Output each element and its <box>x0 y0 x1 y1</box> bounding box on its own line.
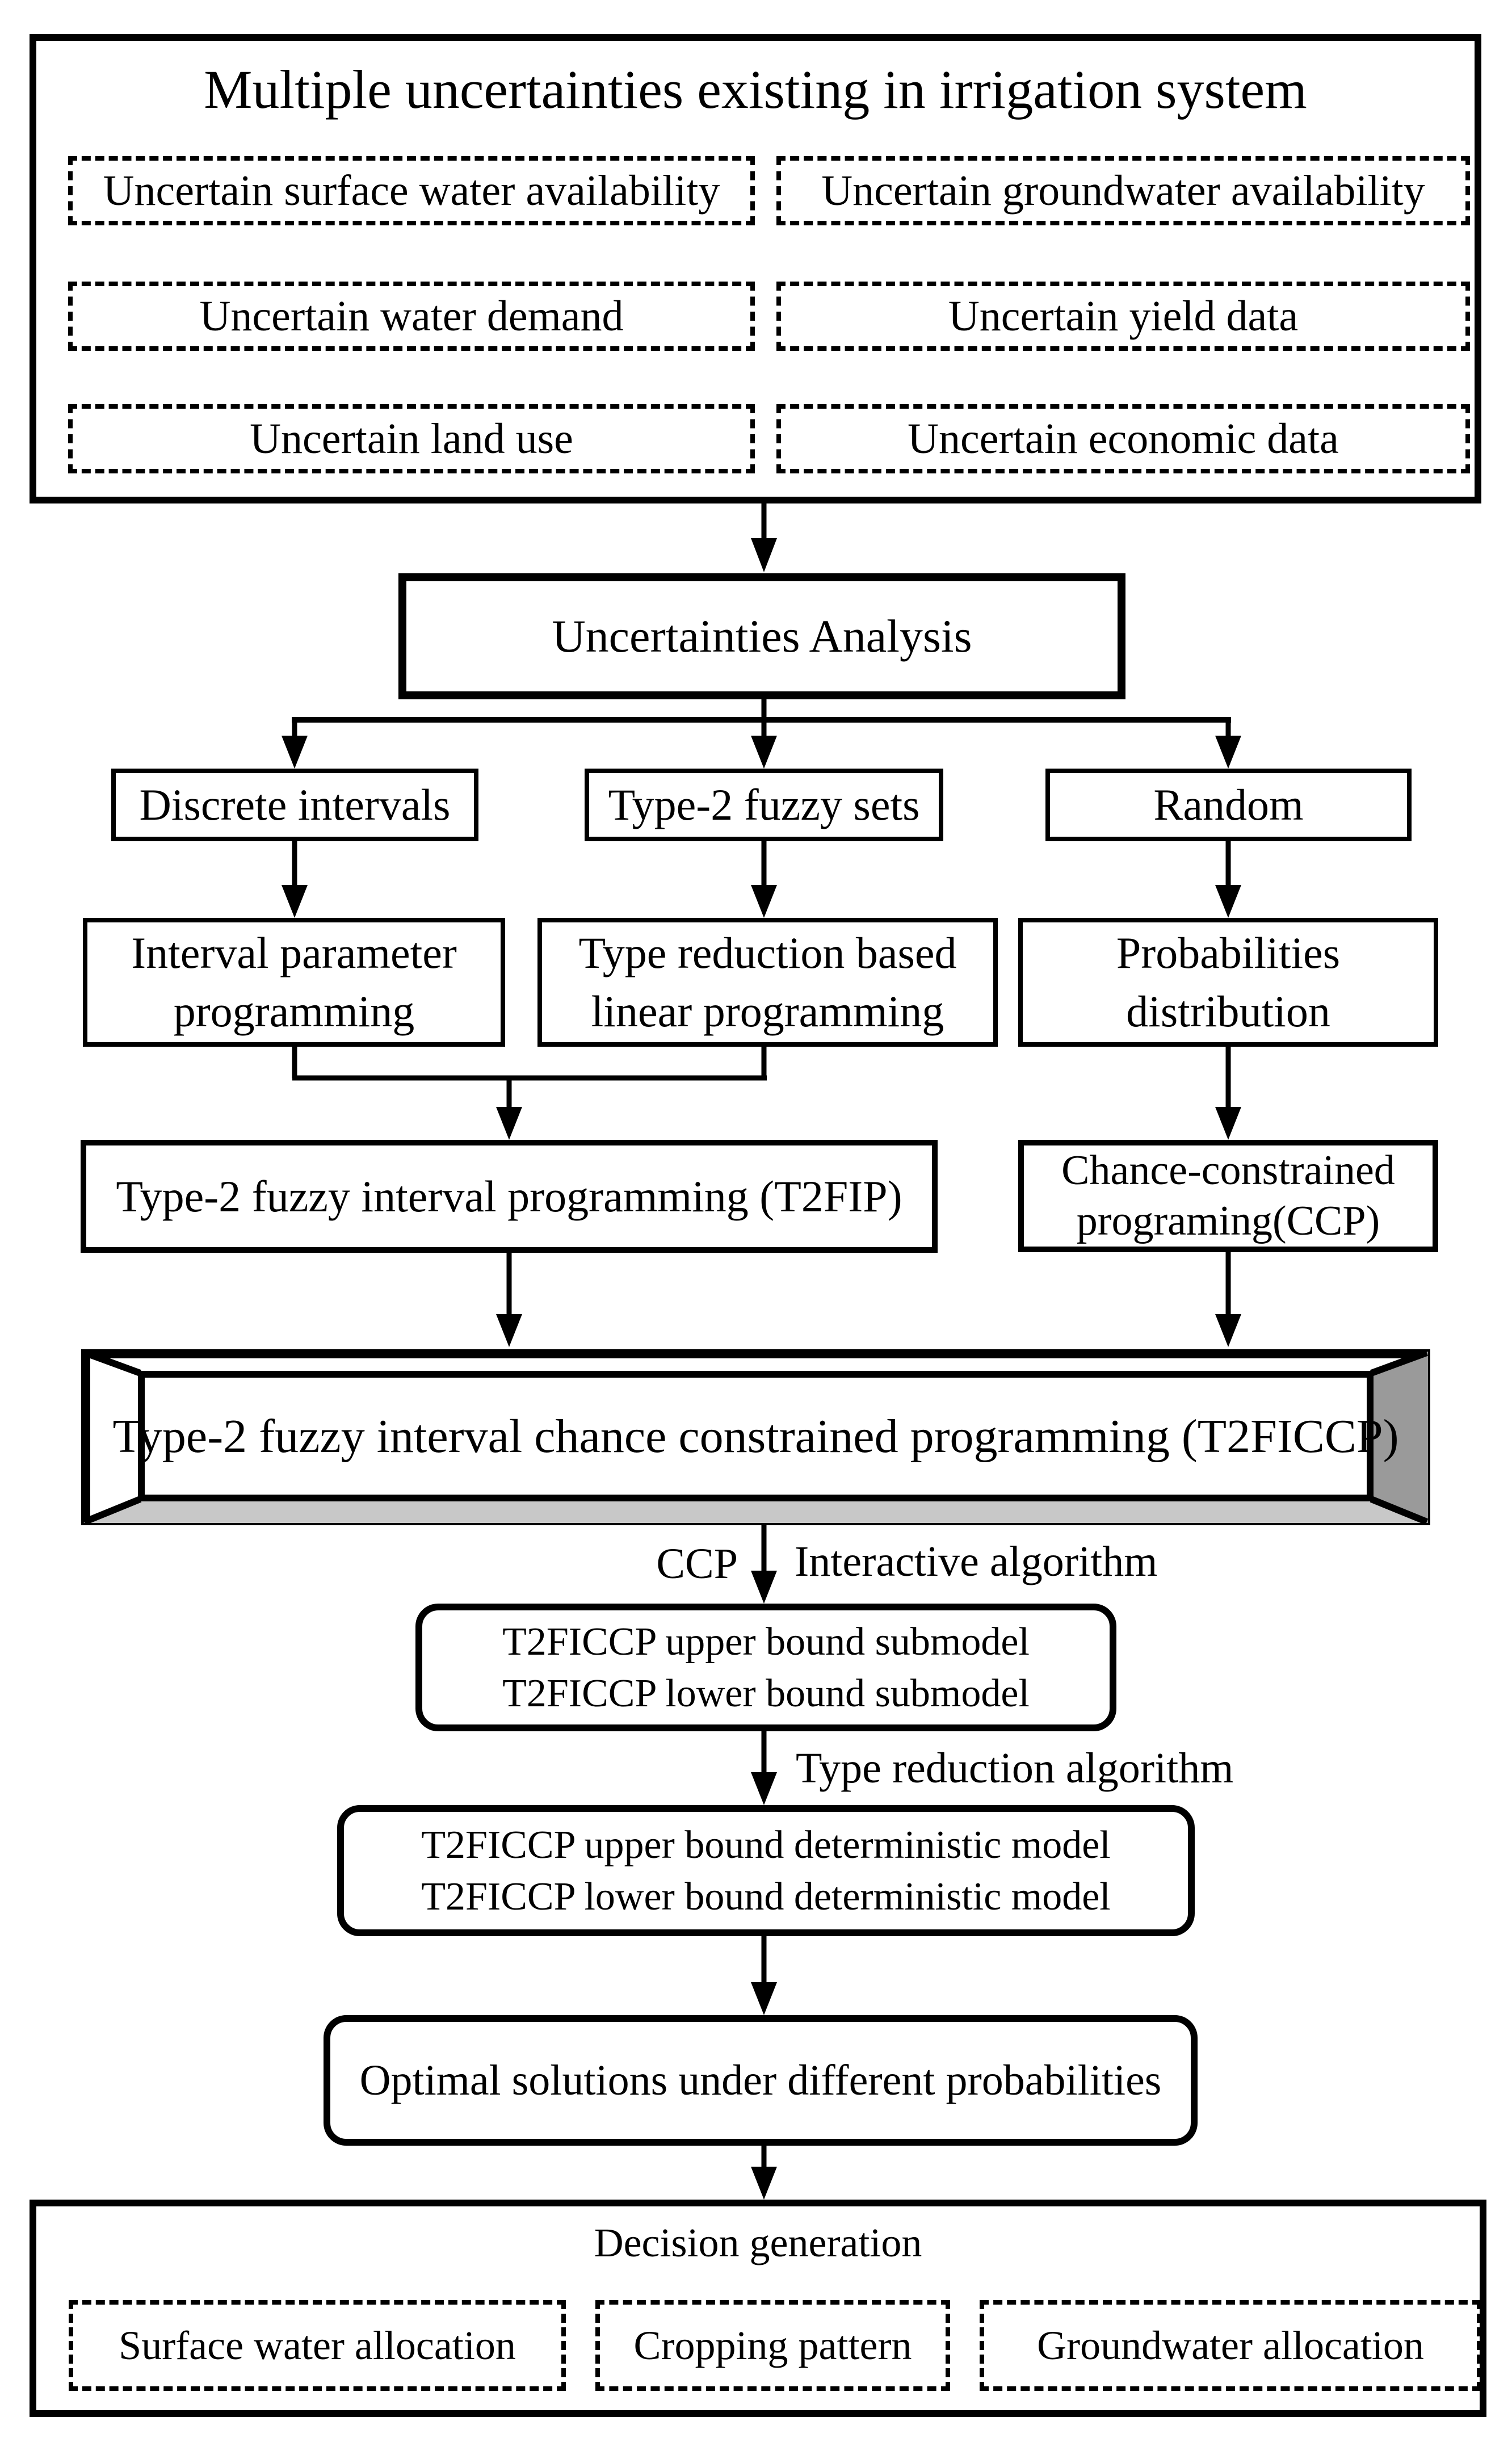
probabilities-distribution-box: Probabilities distribution <box>1018 918 1438 1047</box>
uncertain-economic-data-label: Uncertain economic data <box>908 414 1339 463</box>
uncertain-water-demand-box: Uncertain water demand <box>68 282 755 351</box>
type2-fuzzy-sets-box: Type-2 fuzzy sets <box>585 769 943 841</box>
uncertain-groundwater-label: Uncertain groundwater availability <box>821 166 1425 215</box>
t2fip-box: Type-2 fuzzy interval programming (T2FIP… <box>81 1140 938 1253</box>
surface-water-allocation-label: Surface water allocation <box>119 2323 516 2368</box>
submodels-box: T2FICCP upper bound submodel T2FICCP low… <box>415 1604 1116 1731</box>
arrow-t2fip-to-t2ficcp <box>496 1253 522 1347</box>
arrow-fuzzy-to-typereduction <box>751 841 777 918</box>
uncertain-surface-water-label: Uncertain surface water availability <box>103 166 720 215</box>
cropping-pattern-label: Cropping pattern <box>633 2323 912 2368</box>
ccp-line1: Chance-constrained <box>1061 1147 1395 1194</box>
t2ficcp-text: Type-2 fuzzy interval chance constrained… <box>112 1409 1399 1463</box>
optimal-solutions-box: Optimal solutions under different probab… <box>324 2015 1198 2146</box>
probabilities-line1: Probabilities <box>1116 928 1341 977</box>
arrow-optimal-to-decision <box>751 2146 777 2200</box>
merge-connector-t2fip <box>292 1047 767 1140</box>
uncertain-yield-data-label: Uncertain yield data <box>948 292 1299 340</box>
uncertain-groundwater-box: Uncertain groundwater availability <box>776 156 1470 225</box>
uncertain-land-use-label: Uncertain land use <box>250 414 573 463</box>
arrow-submodels-to-deterministic <box>751 1731 777 1805</box>
interval-parameter-programming-box: Interval parameter programming <box>83 918 505 1047</box>
discrete-intervals-label: Discrete intervals <box>139 780 451 830</box>
uncertain-land-use-box: Uncertain land use <box>68 404 755 473</box>
arrow-top-to-analysis <box>751 503 777 572</box>
t2fip-label: Type-2 fuzzy interval programming (T2FIP… <box>116 1171 902 1221</box>
uncertainties-analysis-label: Uncertainties Analysis <box>552 610 972 662</box>
random-box: Random <box>1045 769 1412 841</box>
uncertain-water-demand-label: Uncertain water demand <box>199 292 624 340</box>
deterministic-models-box: T2FICCP upper bound deterministic model … <box>337 1805 1195 1936</box>
arrow-t2ficcp-to-submodels <box>751 1525 777 1604</box>
uncertainties-analysis-box: Uncertainties Analysis <box>398 573 1125 699</box>
cropping-pattern-box: Cropping pattern <box>595 2300 950 2391</box>
groundwater-allocation-label: Groundwater allocation <box>1037 2323 1424 2368</box>
top-panel-title: Multiple uncertainties existing in irrig… <box>204 59 1307 120</box>
surface-water-allocation-box: Surface water allocation <box>69 2300 566 2391</box>
t2ficcp-3d-frame <box>81 1349 1430 1525</box>
uncertain-economic-data-box: Uncertain economic data <box>776 404 1470 473</box>
type-reduction-lp-line1: Type reduction based <box>578 928 957 977</box>
type-reduction-lp-box: Type reduction based linear programming <box>537 918 998 1047</box>
optimal-solutions-label: Optimal solutions under different probab… <box>359 2056 1162 2104</box>
submodel-lower-line: T2FICCP lower bound submodel <box>502 1671 1030 1715</box>
interval-parameter-line2: programming <box>173 986 415 1036</box>
probabilities-line2: distribution <box>1126 986 1330 1036</box>
arrow-random-to-probabilities <box>1215 841 1241 918</box>
arrow-discrete-to-interval <box>282 841 308 918</box>
type2-fuzzy-sets-label: Type-2 fuzzy sets <box>608 780 920 830</box>
submodel-upper-line: T2FICCP upper bound submodel <box>502 1619 1030 1664</box>
type-reduction-algorithm-label: Type reduction algorithm <box>796 1744 1234 1792</box>
ccp-line2: programing(CCP) <box>1076 1198 1380 1244</box>
groundwater-allocation-box: Groundwater allocation <box>980 2300 1481 2391</box>
interval-parameter-line1: Interval parameter <box>131 928 457 977</box>
decision-generation-title: Decision generation <box>594 2220 922 2265</box>
t2ficcp-label: Type-2 fuzzy interval chance constrained… <box>112 1371 1398 1501</box>
uncertainty-sources-panel <box>30 34 1481 503</box>
random-label: Random <box>1153 780 1304 830</box>
uncertain-yield-data-box: Uncertain yield data <box>776 282 1470 351</box>
ccp-box: Chance-constrained programing(CCP) <box>1018 1140 1438 1252</box>
ccp-edge-label: CCP <box>656 1539 738 1588</box>
arrow-probabilities-to-ccp <box>1215 1047 1241 1140</box>
deterministic-lower-line: T2FICCP lower bound deterministic model <box>421 1874 1111 1919</box>
arrow-deterministic-to-optimal <box>751 1936 777 2015</box>
deterministic-upper-line: T2FICCP upper bound deterministic model <box>421 1823 1111 1867</box>
uncertain-surface-water-box: Uncertain surface water availability <box>68 156 755 225</box>
interactive-algorithm-label: Interactive algorithm <box>795 1537 1158 1585</box>
arrow-ccp-to-t2ficcp <box>1215 1252 1241 1347</box>
discrete-intervals-box: Discrete intervals <box>111 769 478 841</box>
decision-generation-panel <box>30 2200 1486 2417</box>
type-reduction-lp-line2: linear programming <box>591 986 944 1036</box>
branch-connector <box>282 699 1241 769</box>
